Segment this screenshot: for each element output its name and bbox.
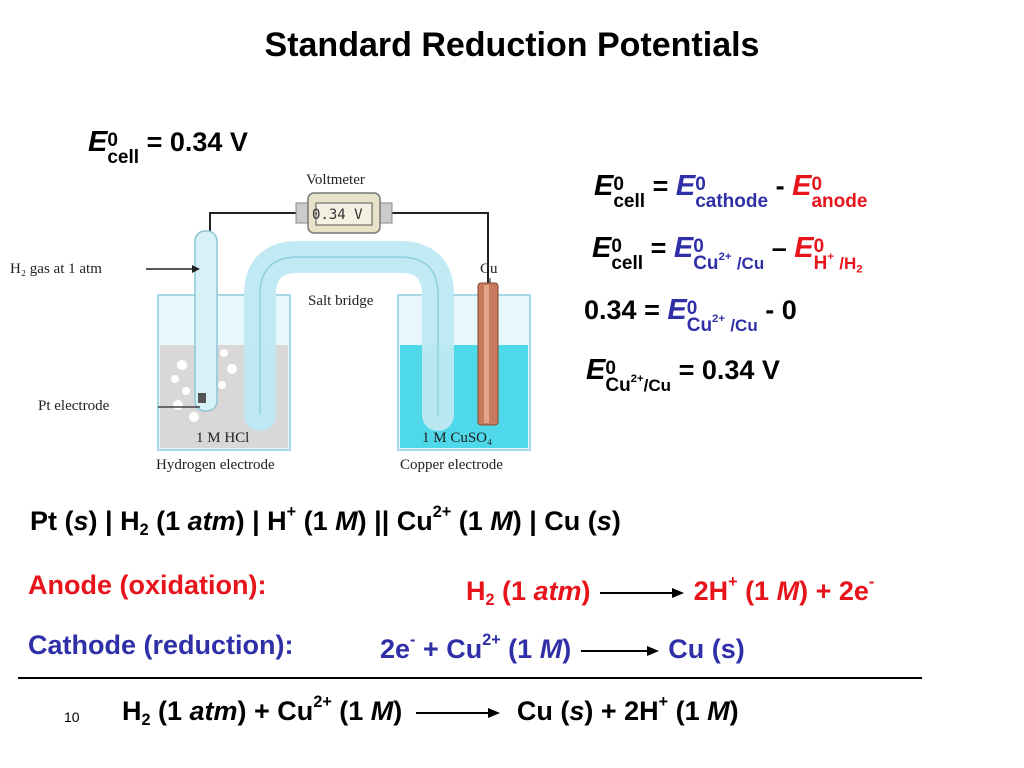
- overall-reaction: H2 (1 atm) + Cu2+ (1 M) Cu (s) + 2H+ (1 …: [122, 693, 739, 729]
- page-title: Standard Reduction Potentials: [264, 26, 760, 64]
- salt-bridge-label: Salt bridge: [308, 293, 374, 309]
- cathode-reaction: 2e- + Cu2+ (1 M) Cu (s): [380, 631, 745, 664]
- pt-electrode-label: Pt electrode: [38, 398, 110, 414]
- reaction-arrow-icon: [580, 645, 659, 656]
- sum-divider-line: [18, 677, 922, 679]
- reaction-arrow-icon: [415, 707, 500, 718]
- cuso4-label: 1 M CuSO₄: [422, 430, 493, 446]
- cu-label: Cu: [480, 261, 498, 277]
- voltmeter-label: Voltmeter: [306, 172, 365, 188]
- cathode-label: Cathode (reduction):: [28, 630, 294, 660]
- cell-notation: Pt (s) | H2 (1 atm) | H+ (1 M) || Cu2+ (…: [30, 503, 621, 539]
- galvanic-cell-illustration: [146, 192, 531, 451]
- anode-reaction: H2 (1 atm) 2H+ (1 M) + 2e-: [466, 573, 875, 609]
- slide-number: 10: [64, 709, 80, 725]
- hydrogen-electrode-caption: Hydrogen electrode: [156, 457, 275, 473]
- copper-electrode-caption: Copper electrode: [400, 457, 503, 473]
- galvanic-cell-figure: Voltmeter 0.34 V H₂ gas at 1 atm Cu Salt…: [10, 165, 550, 485]
- voltmeter-display: 0.34 V: [312, 207, 363, 223]
- reaction-arrow-icon: [600, 587, 685, 598]
- h2-gas-label: H₂ gas at 1 atm: [10, 261, 102, 277]
- hcl-label: 1 M HCl: [196, 430, 250, 446]
- anode-label: Anode (oxidation):: [28, 570, 267, 600]
